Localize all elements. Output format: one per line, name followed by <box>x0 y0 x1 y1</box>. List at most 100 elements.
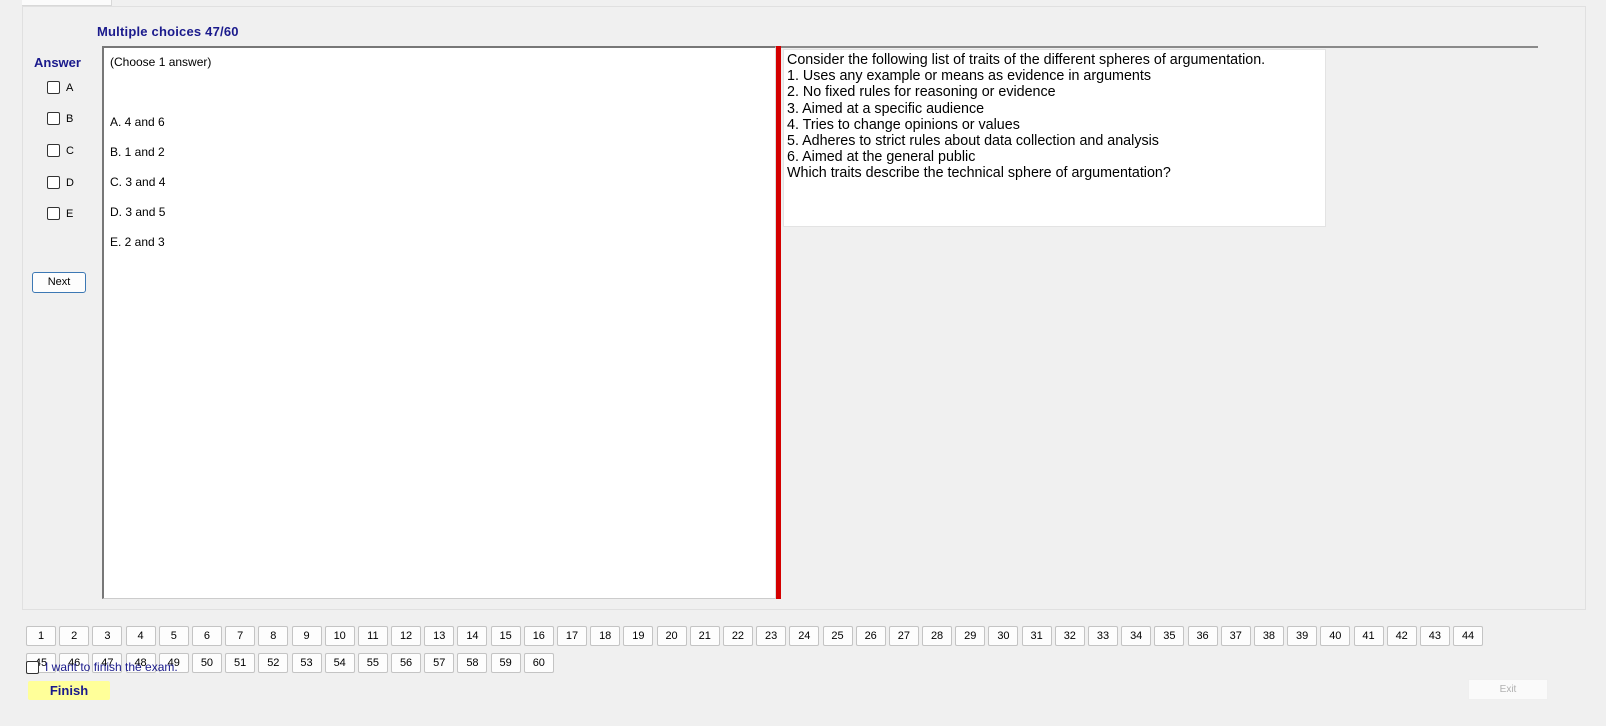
question-number-button[interactable]: 9 <box>291 626 322 646</box>
question-line: 2. No fixed rules for reasoning or evide… <box>787 84 1056 101</box>
pane-splitter[interactable] <box>776 46 781 599</box>
answer-option-d[interactable]: D <box>47 176 74 189</box>
question-number-button[interactable]: 17 <box>557 626 587 646</box>
question-number-button[interactable]: 60 <box>523 653 554 673</box>
question-number-button[interactable]: 18 <box>590 626 621 646</box>
question-number-button[interactable]: 47 <box>92 653 123 673</box>
question-number-button[interactable]: 29 <box>955 626 986 646</box>
question-number-button[interactable]: 22 <box>722 626 753 646</box>
question-line: 4. Tries to change opinions or values <box>787 116 1020 133</box>
question-number-button[interactable]: 16 <box>523 626 554 646</box>
question-number-button[interactable]: 50 <box>191 653 222 673</box>
top-tab-stub <box>22 0 112 6</box>
question-number-button[interactable]: 1 <box>26 626 56 646</box>
answer-option-a[interactable]: A <box>47 81 73 94</box>
question-number-button[interactable]: 4 <box>125 626 156 646</box>
answer-option-label: C <box>66 144 74 157</box>
question-number-button[interactable]: 41 <box>1353 626 1384 646</box>
question-number-button[interactable]: 27 <box>888 626 919 646</box>
question-line: 5. Adheres to strict rules about data co… <box>787 133 1159 150</box>
checkbox-e[interactable] <box>47 207 60 220</box>
choose-hint: (Choose 1 answer) <box>110 55 212 69</box>
question-number-button[interactable]: 49 <box>158 653 189 673</box>
question-number-button[interactable]: 57 <box>424 653 455 673</box>
question-number-button[interactable]: 19 <box>623 626 654 646</box>
question-number-button[interactable]: 24 <box>789 626 820 646</box>
answer-option-label: E <box>66 207 74 220</box>
question-number-button[interactable]: 36 <box>1187 626 1218 646</box>
answer-label: Answer <box>34 55 81 70</box>
question-divider <box>781 46 1538 48</box>
answer-option-label: A <box>66 81 74 94</box>
question-number-button[interactable]: 52 <box>258 653 289 673</box>
question-number-button[interactable]: 13 <box>424 626 455 646</box>
question-number-button[interactable]: 34 <box>1121 626 1152 646</box>
section-title: Multiple choices 47/60 <box>97 24 239 39</box>
choice-a: A. 4 and 6 <box>110 115 165 129</box>
question-box: Consider the following list of traits of… <box>783 49 1326 227</box>
question-number-button[interactable]: 25 <box>822 626 853 646</box>
next-button[interactable]: Next <box>32 272 86 293</box>
question-number-button[interactable]: 56 <box>391 653 422 673</box>
checkbox-a[interactable] <box>47 81 60 94</box>
question-number-button[interactable]: 12 <box>391 626 422 646</box>
finish-checkbox-label: I want to finish the exam. <box>45 660 178 674</box>
question-number-button[interactable]: 15 <box>490 626 521 646</box>
answer-choices-box: (Choose 1 answer) A. 4 and 6 B. 1 and 2 … <box>102 46 776 599</box>
question-number-button[interactable]: 48 <box>125 653 156 673</box>
answer-option-c[interactable]: C <box>47 144 74 157</box>
question-number-button[interactable]: 28 <box>922 626 953 646</box>
question-number-button[interactable]: 55 <box>357 653 388 673</box>
question-number-button[interactable]: 44 <box>1453 626 1484 646</box>
finish-button[interactable]: Finish <box>28 681 110 700</box>
choice-d: D. 3 and 5 <box>110 205 166 219</box>
question-number-button[interactable]: 33 <box>1088 626 1118 646</box>
question-number-button[interactable]: 54 <box>324 653 355 673</box>
answer-option-label: D <box>66 176 74 189</box>
question-number-button[interactable]: 51 <box>225 653 256 673</box>
finish-checkbox[interactable] <box>26 660 39 674</box>
choice-e: E. 2 and 3 <box>110 235 165 249</box>
choice-b: B. 1 and 2 <box>110 145 165 159</box>
question-number-button[interactable]: 2 <box>59 626 90 646</box>
question-number-button[interactable]: 32 <box>1054 626 1085 646</box>
question-number-button[interactable]: 46 <box>59 653 90 673</box>
checkbox-b[interactable] <box>47 112 60 125</box>
question-number-button[interactable]: 10 <box>324 626 355 646</box>
question-line: Which traits describe the technical sphe… <box>787 165 1171 182</box>
question-number-button[interactable]: 6 <box>191 626 222 646</box>
question-number-button[interactable]: 26 <box>855 626 886 646</box>
question-number-button[interactable]: 42 <box>1386 626 1417 646</box>
question-number-button[interactable]: 30 <box>988 626 1019 646</box>
question-number-button[interactable]: 58 <box>457 653 488 673</box>
question-number-button[interactable]: 35 <box>1154 626 1185 646</box>
question-number-button[interactable]: 20 <box>656 626 687 646</box>
question-number-button[interactable]: 23 <box>756 626 787 646</box>
question-number-button[interactable]: 8 <box>258 626 289 646</box>
question-number-button[interactable]: 37 <box>1220 626 1251 646</box>
question-number-button[interactable]: 5 <box>158 626 189 646</box>
exit-button[interactable]: Exit <box>1468 679 1548 700</box>
question-number-button[interactable]: 39 <box>1287 626 1318 646</box>
finish-confirm[interactable]: I want to finish the exam. <box>26 660 178 674</box>
question-number-button[interactable]: 14 <box>457 626 488 646</box>
choice-c: C. 3 and 4 <box>110 175 166 189</box>
question-number-button[interactable]: 38 <box>1253 626 1284 646</box>
question-number-button[interactable]: 43 <box>1419 626 1450 646</box>
question-number-button[interactable]: 3 <box>92 626 123 646</box>
question-number-button[interactable]: 53 <box>291 653 322 673</box>
question-number-button[interactable]: 40 <box>1320 626 1351 646</box>
question-number-button[interactable]: 11 <box>357 626 388 646</box>
answer-option-e[interactable]: E <box>47 207 73 220</box>
question-line: Consider the following list of traits of… <box>787 52 1266 68</box>
checkbox-d[interactable] <box>47 176 60 189</box>
answer-option-b[interactable]: B <box>47 112 73 125</box>
question-line: 3. Aimed at a specific audience <box>787 100 985 117</box>
question-number-button[interactable]: 7 <box>225 626 256 646</box>
question-number-button[interactable]: 59 <box>490 653 521 673</box>
question-number-button[interactable]: 21 <box>689 626 720 646</box>
checkbox-c[interactable] <box>47 144 60 157</box>
question-number-button[interactable]: 31 <box>1021 626 1052 646</box>
